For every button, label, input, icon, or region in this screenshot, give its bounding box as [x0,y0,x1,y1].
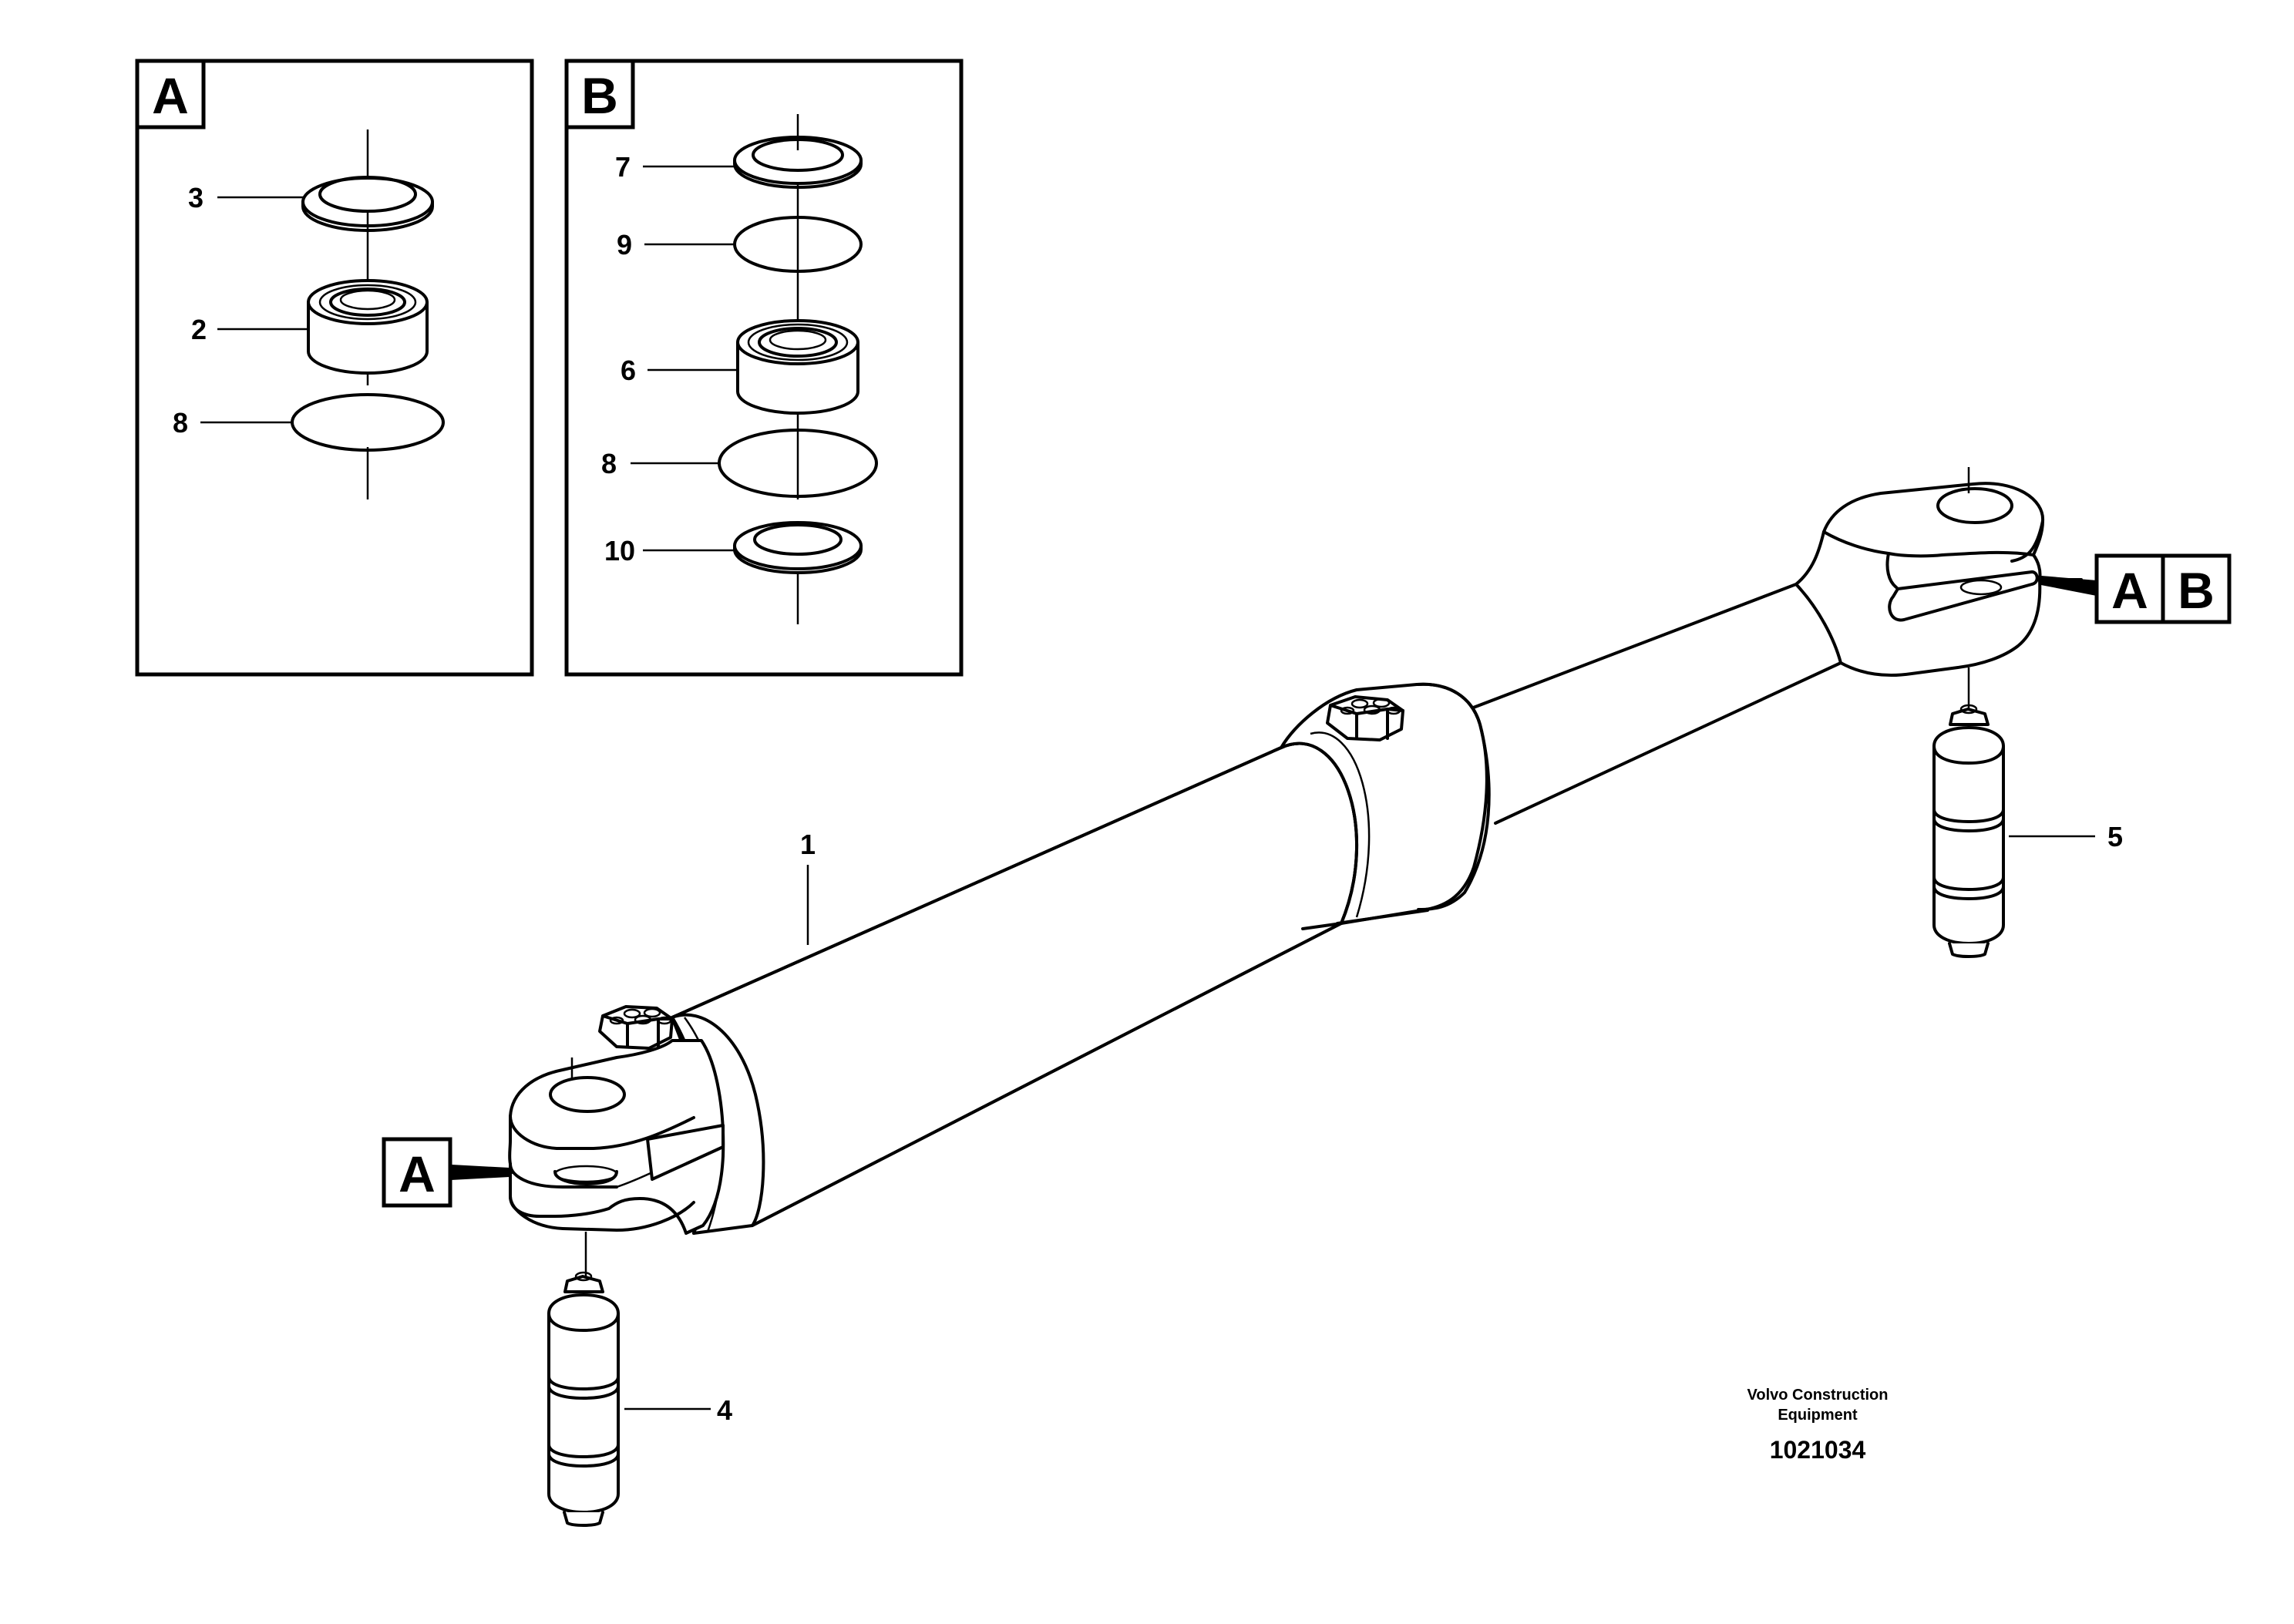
gland-hex-bolt [1326,695,1404,741]
drawing-footer: Volvo Construction Equipment 1021034 [1747,1387,1889,1464]
bearing-2 [307,279,429,375]
rod-end-slot [1888,570,2039,622]
inset-b: B [564,59,964,677]
base-end-hex-plug [598,1005,674,1050]
o-ring-8-a [291,393,445,452]
callout-2: 2 [191,314,207,345]
inset-b-letter: B [581,67,618,124]
inset-a-label-box [135,59,206,129]
callout-10: 10 [604,535,635,567]
svg-text:B: B [2178,562,2215,619]
callout-4: 4 [717,1394,732,1426]
base-end-clevis [461,1005,725,1286]
bearing-6 [736,319,859,415]
callout-5: 5 [2107,821,2123,852]
rod-end-bore [1936,487,2013,524]
callout-1: 1 [800,829,816,860]
inset-b-label-box [564,59,635,129]
callout-9: 9 [617,229,632,261]
callout-8-a: 8 [173,407,188,439]
view-tag-a-left: A [382,1137,510,1208]
cylinder-barrel [671,741,1358,1227]
cylinder-head-gland [1280,682,1491,930]
base-end-slot [646,1124,725,1181]
company-line-2: Equipment [1778,1407,1858,1424]
inset-a: A 3 2 8 [135,59,534,677]
washer-10 [733,521,863,574]
callout-3: 3 [188,182,204,214]
pin-5 [1932,704,2095,958]
callout-7: 7 [615,151,631,183]
view-tag-ab-right: A B [2040,553,2232,624]
base-end-bore [549,1076,626,1113]
pin-4 [547,1271,711,1527]
svg-text:A: A [399,1145,436,1202]
inset-a-letter: A [152,67,189,124]
rod-end-clevis [1794,467,2083,713]
washer-7 [733,136,863,189]
callout-8-b: 8 [601,448,617,479]
inset-a-frame [135,59,534,677]
washer-3 [301,176,434,232]
drawing-number: 1021034 [1770,1436,1866,1464]
svg-text:A: A [2111,562,2148,619]
company-line-1: Volvo Construction [1747,1387,1889,1404]
hydraulic-cylinder [461,467,2083,1286]
callout-6: 6 [621,355,636,386]
piston-rod [1448,583,1842,825]
inset-b-frame [564,59,964,677]
